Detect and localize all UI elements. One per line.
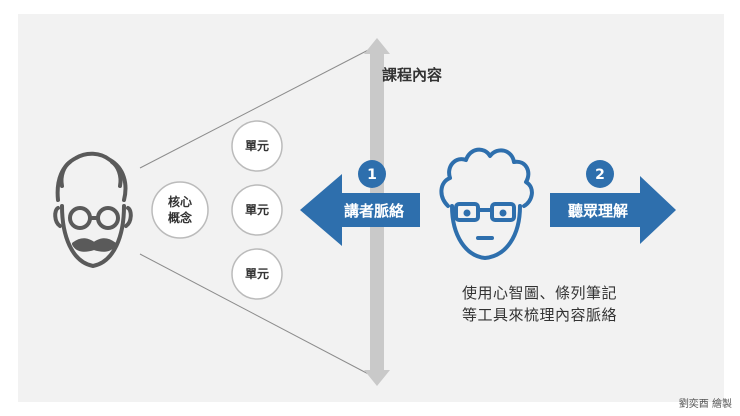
unit-circle-1 (231, 120, 283, 172)
unit-circle-3 (231, 248, 283, 300)
audience-icon (439, 147, 534, 260)
right-arrow (550, 176, 676, 244)
left-arrow (300, 174, 420, 246)
core-concept-circle (151, 181, 209, 239)
speaker-icon (53, 151, 133, 268)
core-concept-label-line1: 核心 (168, 194, 192, 209)
unit-label-2: 單元 (245, 203, 269, 217)
author-credit: 劉奕酉 繪製 (678, 399, 732, 410)
description-line-1: 使用心智圖、條列筆記 (462, 284, 618, 302)
right-arrow-label: 聽眾理解 (568, 202, 628, 220)
unit-label-1: 單元 (245, 139, 269, 153)
step-1-number: 1 (367, 167, 377, 183)
funnel-bottom-line (139, 253, 377, 379)
funnel-top-line (139, 45, 377, 169)
step-2-badge (586, 160, 614, 188)
unit-label-3: 單元 (245, 267, 269, 281)
unit-circle-2 (231, 184, 283, 236)
step-1-badge (358, 160, 386, 188)
left-arrow-label: 講者脈絡 (344, 202, 405, 220)
course-content-title: 課程內容 (382, 66, 443, 84)
core-concept-label-line2: 概念 (168, 210, 192, 225)
description-line-2: 等工具來梳理內容脈絡 (462, 306, 618, 324)
step-2-number: 2 (595, 167, 605, 183)
